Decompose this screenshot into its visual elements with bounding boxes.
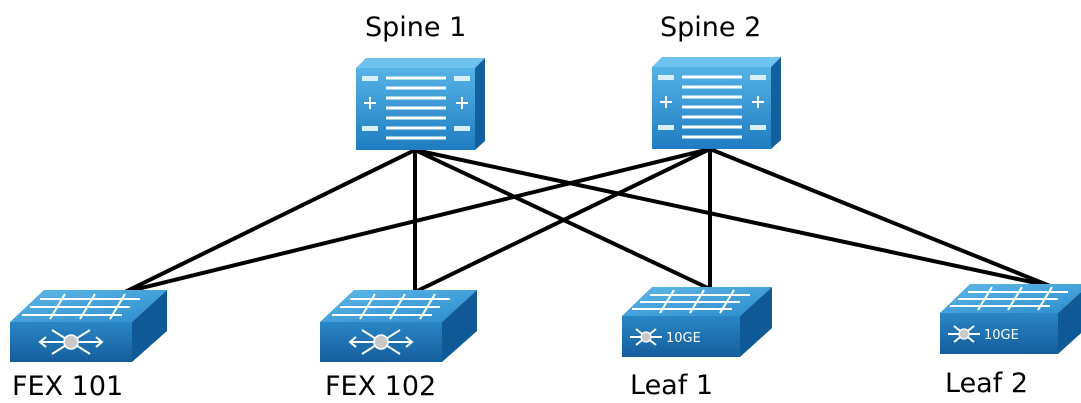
spine-switch-icon	[652, 57, 781, 149]
link-spine1-fex101	[123, 148, 417, 294]
spine-2-label: Spine 2	[660, 12, 761, 43]
leaf-1-badge: 10GE	[666, 331, 701, 346]
link-spine1-leaf2	[413, 148, 1052, 288]
leaf-2-badge: 10GE	[984, 328, 1019, 343]
link-spine2-fex101	[123, 147, 712, 294]
leaf-switch-icon: 10GE	[622, 287, 772, 357]
link-spine2-fex102	[413, 147, 712, 294]
fex-102-node: FEX 102	[320, 290, 477, 402]
fex-101-label: FEX 101	[12, 371, 123, 402]
fex-switch-icon	[10, 290, 167, 362]
link-spine2-leaf2	[708, 147, 1052, 288]
fex-102-label: FEX 102	[325, 371, 436, 402]
fex-switch-icon	[320, 290, 477, 362]
leaf-2-label: Leaf 2	[945, 368, 1028, 399]
fex-101-node: FEX 101	[10, 290, 167, 402]
spine-1-label: Spine 1	[365, 12, 466, 43]
leaf-1-label: Leaf 1	[630, 370, 713, 401]
spine-2-node: Spine 2	[652, 12, 781, 149]
links-layer	[123, 147, 1052, 294]
leaf-1-node: 10GE Leaf 1	[622, 287, 772, 401]
leaf-switch-icon: 10GE	[940, 284, 1081, 354]
spine-switch-icon	[356, 58, 485, 150]
spine-1-node: Spine 1	[356, 12, 485, 150]
leaf-2-node: 10GE Leaf 2	[940, 284, 1081, 399]
